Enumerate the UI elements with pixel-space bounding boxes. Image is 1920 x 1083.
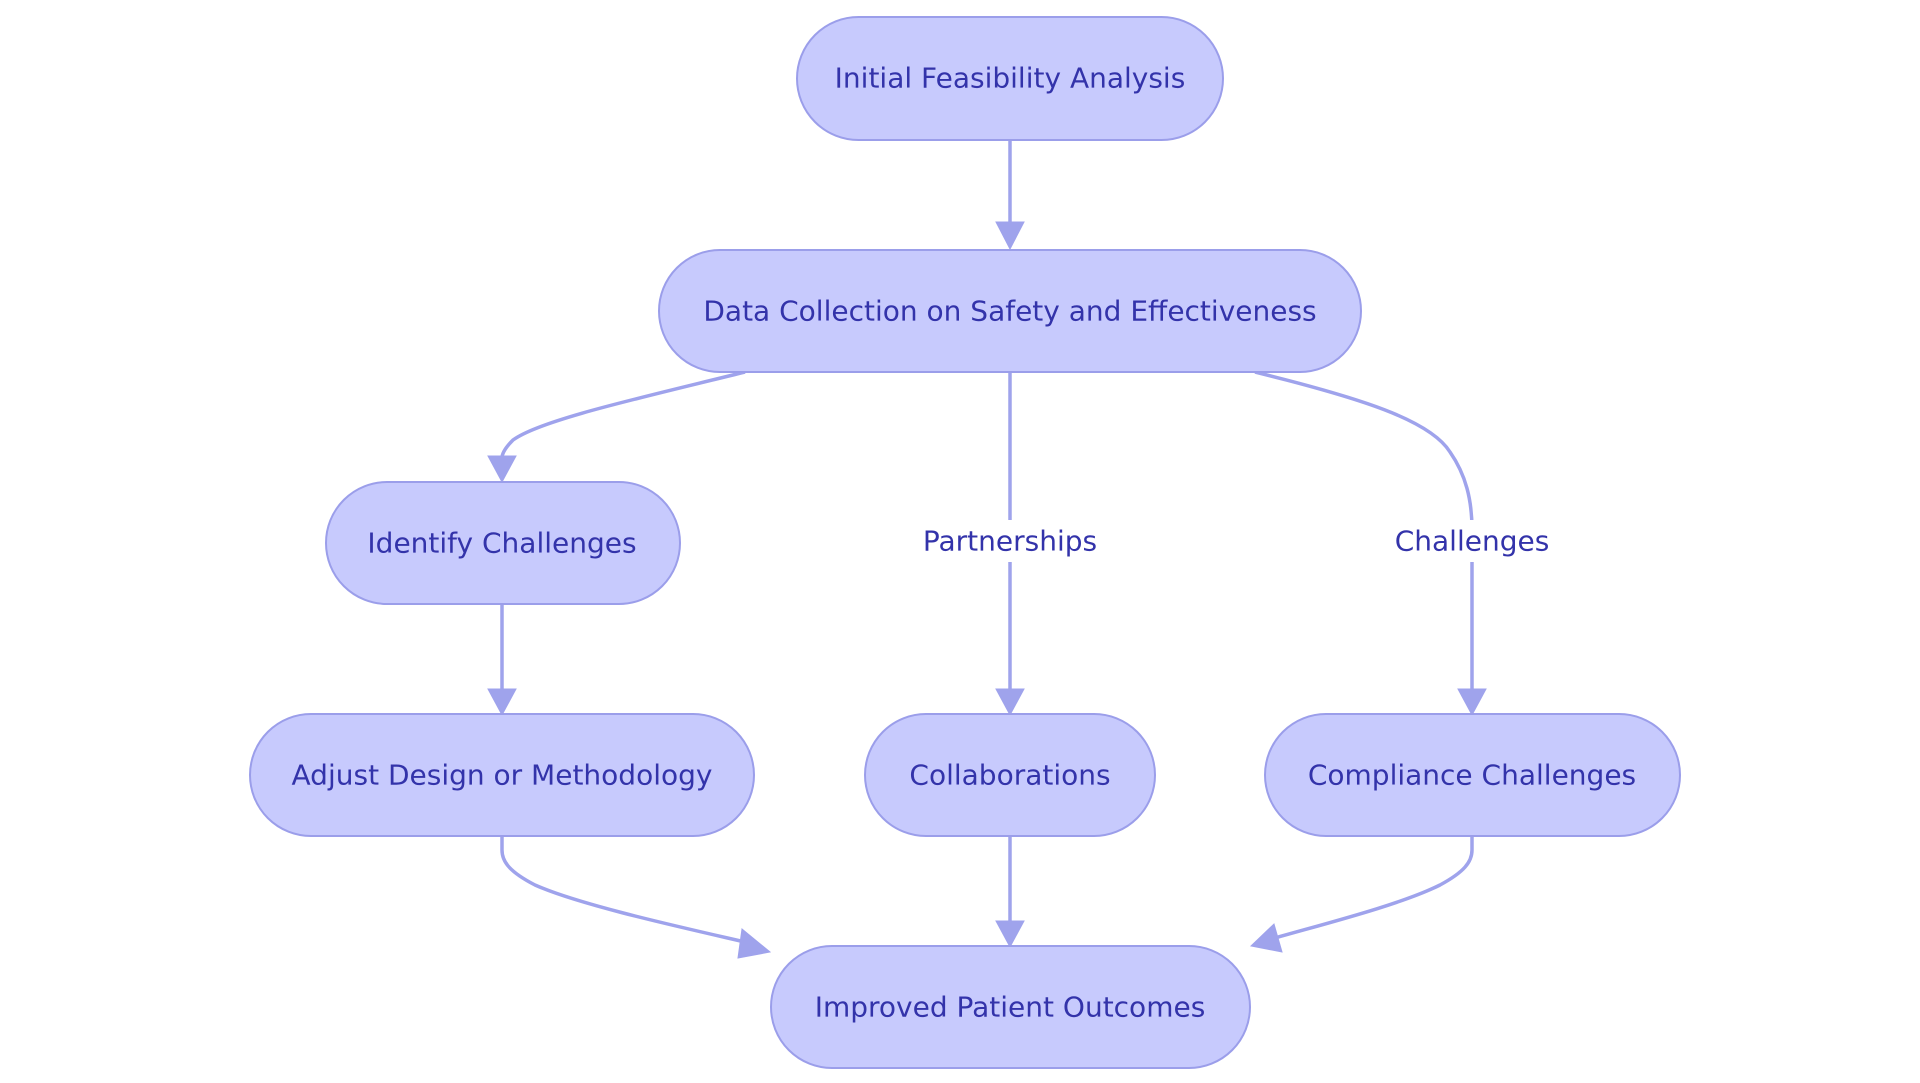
edge-adjust-to-improved: [500, 836, 746, 944]
edges-group: [487, 140, 1487, 959]
node-label: Improved Patient Outcomes: [815, 991, 1206, 1024]
node-adjust-design[interactable]: Adjust Design or Methodology: [249, 713, 755, 837]
arrowhead-data-to-collab: [995, 688, 1025, 717]
arrowhead-collab-to-improved: [995, 920, 1025, 949]
edge-labels-group: Partnerships Challenges: [918, 520, 1554, 562]
edge-label-bg-partnerships: [918, 520, 1102, 562]
node-label: Initial Feasibility Analysis: [835, 62, 1186, 95]
node-improved-patient-outcomes[interactable]: Improved Patient Outcomes: [770, 945, 1251, 1069]
node-label: Adjust Design or Methodology: [292, 759, 713, 792]
edge-data-to-compliance: [1254, 370, 1474, 690]
arrowhead-compliance-to-improved: [1249, 923, 1283, 953]
arrowhead-initial-to-data: [995, 221, 1025, 251]
arrowhead-data-to-compliance: [1457, 688, 1487, 717]
arrowhead-adjust-to-improved: [737, 928, 772, 959]
node-identify-challenges[interactable]: Identify Challenges: [325, 481, 681, 605]
arrowhead-data-to-identify: [487, 455, 517, 484]
node-compliance-challenges[interactable]: Compliance Challenges: [1264, 713, 1681, 837]
arrowhead-identify-to-adjust: [487, 688, 517, 717]
node-label: Data Collection on Safety and Effectiven…: [703, 295, 1316, 328]
node-label: Identify Challenges: [367, 527, 636, 560]
node-label: Collaborations: [909, 759, 1110, 792]
edge-label-challenges: Challenges: [1395, 525, 1550, 558]
node-data-collection[interactable]: Data Collection on Safety and Effectiven…: [658, 249, 1362, 373]
node-initial-feasibility-analysis[interactable]: Initial Feasibility Analysis: [796, 16, 1224, 141]
edge-label-bg-challenges: [1390, 520, 1554, 562]
edge-compliance-to-improved: [1274, 836, 1474, 940]
nodes-group: Initial Feasibility Analysis Data Collec…: [249, 16, 1681, 1069]
node-label: Compliance Challenges: [1308, 759, 1636, 792]
node-collaborations[interactable]: Collaborations: [864, 713, 1156, 837]
edge-data-to-identify: [500, 370, 746, 459]
edge-label-partnerships: Partnerships: [923, 525, 1097, 558]
